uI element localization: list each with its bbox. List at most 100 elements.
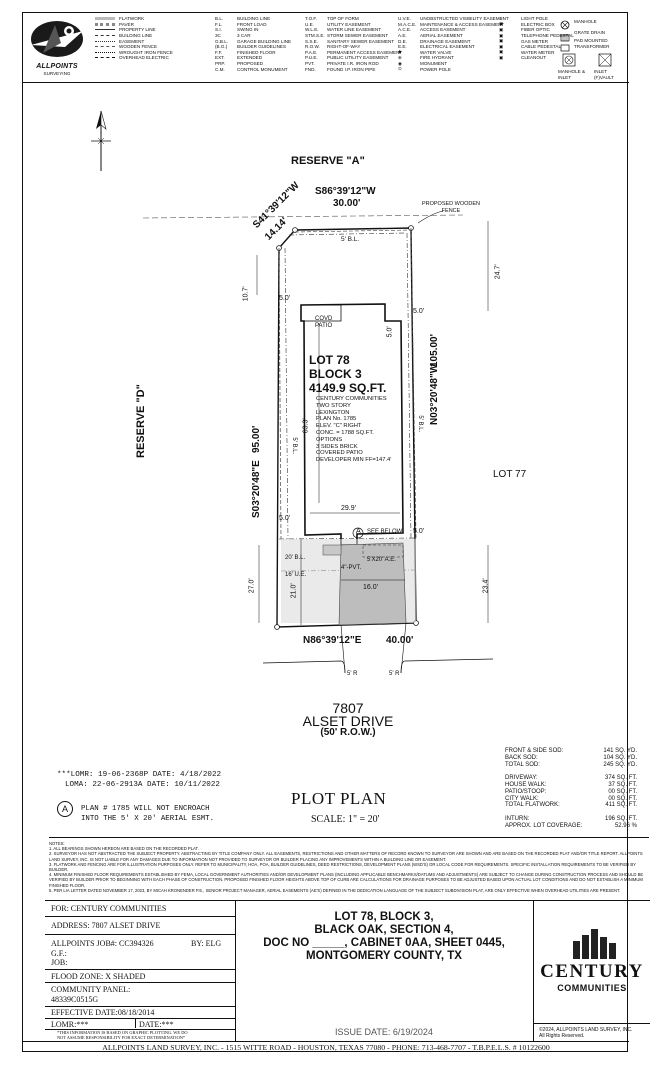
dim-29-9: 29.9' [341, 505, 356, 512]
issue-date: ISSUE DATE: 6/19/2024 [335, 1027, 433, 1037]
dim-5-0-c: 5.0' [386, 326, 394, 338]
dim-5-0-e: 5.0' [413, 528, 425, 535]
front-utility-easement: 16' U.E. [285, 572, 307, 578]
legend-entry: B.L.BUILDING LINE [215, 16, 271, 22]
house-details: CENTURY COMMUNITIES TWO STORY LEXINGTON … [316, 396, 392, 464]
covered-patio [300, 304, 342, 322]
legend-entry: ▣FIBER OPTIC [499, 26, 550, 33]
area-row: FRONT & SIDE SOD:141 SQ. YD. [505, 748, 637, 754]
legend-entry: D.E.DRAINAGE EASEMENT [398, 38, 471, 44]
legend-entry: F.F.FINISHED FLOOR [215, 49, 276, 55]
legend-abbr-col-4: ☼LIGHT POLE▣ELECTRIC BOX▣FIBER OPTIC▣TEL… [499, 16, 574, 61]
area-row: DRIVEWAY:374 SQ. FT. [505, 775, 637, 782]
south-distance: 40.00' [386, 635, 414, 646]
west-distance: 95.00' [251, 425, 262, 453]
brand-name: CENTURY [540, 961, 644, 982]
legend-entry: ⊕FIRE HYDRANT [398, 54, 454, 61]
legend-entry: E.E.ELECTRICAL EASEMENT [398, 44, 475, 50]
brand-subtitle: COMMUNITIES [557, 983, 627, 993]
legend-line-types: FLATWORK PAVER PROPERTY LINE BUILDING LI… [95, 16, 173, 61]
lot-77-label: LOT 77 [493, 469, 527, 480]
lot-label: LOT 78 [309, 353, 350, 367]
block-label: BLOCK 3 [309, 367, 362, 381]
legal-line-4: MONTGOMERY COUNTY, TX [306, 950, 462, 962]
address-number: 7807 [332, 700, 364, 716]
manhole-inlet-icon [562, 53, 576, 72]
legend-entry: PVT.PRIVATE I.R. IRON ROD [305, 61, 379, 67]
gf-field: G.F.: [51, 949, 67, 958]
dim-10-7: 10.7' [242, 286, 250, 302]
area-row: APPROX. LOT COVERAGE:52.96 % [505, 822, 637, 829]
legend-entry: ▣TELEPHONE PEDESTAL [499, 32, 574, 39]
date-field: DATE:*** [139, 1020, 174, 1029]
area-row: TOTAL FLATWORK:411 SQ. FT. [505, 802, 637, 809]
reserve-a-label: RESERVE "A" [291, 155, 365, 167]
east-bearing: N03°20'48"W [429, 363, 440, 425]
east-distance: 105.00' [429, 334, 440, 367]
client-name: FOR: CENTURY COMMUNITIES [51, 904, 167, 913]
legend-entry: ▣ELECTRIC BOX [499, 21, 555, 27]
dim-24-7: 24.7' [494, 264, 502, 280]
plot-plan-drawing [91, 110, 494, 674]
dim-21-0: 21.0' [290, 583, 298, 599]
see-below-note: SEE BELOW [367, 529, 403, 535]
note-a-line-2: INTO THE 5' X 20' AERIAL ESMT. [81, 815, 215, 823]
legend-entry: ▣CABLE PEDESTAL [499, 43, 561, 50]
company-logo: ALLPOINTS SURVEYING [25, 17, 89, 76]
note-line: 4. MINIMUM FINISHED FLOOR REQUIREMENTS E… [49, 872, 644, 888]
rear-building-line: 5' B.L. [341, 236, 360, 243]
legend-entry: W.L.E.WATER LINE EASEMENT [305, 27, 382, 33]
legend-entry: PRP.PROPOSED [215, 61, 264, 67]
dim-5-0-b: 5.0' [413, 308, 425, 315]
fence-note: PROPOSED WOODEN FENCE [421, 201, 481, 214]
logo-subtext: SURVEYING [43, 71, 71, 76]
pvt-note: 4"-PVT. [341, 565, 362, 571]
street-row: (50' R.O.W.) [320, 727, 376, 738]
street-name: ALSET DRIVE [302, 713, 394, 729]
legend-entry: (B.G.)BUILDER GUIDELINES [215, 44, 287, 50]
plot-plan-scale: SCALE: 1" = 20' [311, 814, 380, 825]
note-line: 3. FLATWORK AND FENCING ARE FOR ILLUSTRA… [49, 861, 636, 873]
transformer-label: PAD MOUNTED TRANSFORMER [574, 38, 610, 49]
dim-23-4: 23.4' [482, 578, 490, 594]
grate-drain-label: GRATE DRAIN [574, 30, 606, 35]
drawn-by: BY: ELG [191, 939, 222, 948]
legend-entry: S.I.SWING IN [215, 27, 259, 33]
east-building-line: 5' B.L. [417, 415, 424, 433]
community-panel: 48339C0515G [51, 995, 99, 1004]
dim-5-0-a: 5.0' [279, 295, 291, 302]
manhole-label: MANHOLE [574, 19, 597, 24]
legal-line-2: BLACK OAK, SECTION 4, [314, 924, 454, 936]
title-block: FOR: CENTURY COMMUNITIES ADDRESS: 7807 A… [45, 900, 650, 1042]
logo-text: ALLPOINTS [36, 63, 78, 70]
survey-sheet: ALLPOINTS SURVEYING FLATWORK PAVER PROPE… [22, 12, 650, 1053]
company-footer: ALLPOINTS LAND SURVEY, INC. - 1515 WITTE… [23, 1041, 629, 1053]
legend-entry: G.B.L.GARAGE BUILDING LINE [215, 38, 292, 44]
dim-27-0: 27.0' [248, 578, 256, 594]
flood-zone: FLOOD ZONE: X SHADED [51, 972, 146, 981]
legend-entry: F.L.FRONT LOAD [215, 21, 267, 27]
area-row: HOUSE WALK:37 SQ. FT. [505, 781, 637, 788]
job-field: JOB: [51, 958, 68, 967]
legend-entry: FND.FOUND I.P. IRON PIPE [305, 66, 376, 72]
south-bearing: N86°39'12"E [303, 635, 362, 646]
north-arrow-icon [91, 110, 111, 171]
lot-area: 4149.9 SQ.FT. [309, 381, 387, 395]
legal-line-1: LOT 78, BLOCK 3, [334, 911, 434, 923]
lomr-field: LOMR:*** [51, 1020, 89, 1029]
lomr-line-1: ***LOMR: 19-06-2368P DATE: 4/18/2022 [57, 771, 222, 779]
legend-entry: ▣CLEANOUT [499, 54, 547, 61]
legend-entry: ▣WATER METER [499, 49, 555, 55]
legend-entry: U.V.E.UNOBSTRUCTED VISIBILITY EASEMENT [398, 16, 509, 22]
area-row [505, 768, 637, 775]
brand-logo-icon [571, 929, 621, 964]
legend-entry: STM.S.E.STORM SEWER EASEMENT [305, 33, 389, 39]
copyright-1: ©2024, ALLPOINTS LAND SURVEY, INC. [539, 1027, 633, 1033]
legend-entry: EXT.EXTENDED [215, 55, 263, 61]
note-line: NOTES: [49, 841, 65, 846]
legal-line-3: DOC NO _____, CABINET 0AA, SHEET 0445, [263, 937, 505, 949]
